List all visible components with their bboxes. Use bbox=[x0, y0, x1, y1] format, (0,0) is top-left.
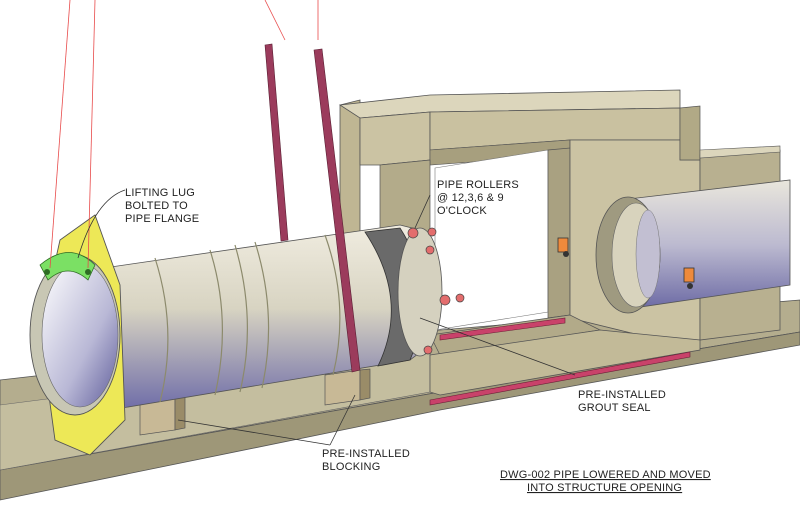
label-pipe-rollers: PIPE ROLLERS @ 12,3,6 & 9 O'CLOCK bbox=[437, 179, 519, 217]
guide-rails bbox=[429, 317, 691, 406]
svg-text:PIPE ROLLERS: PIPE ROLLERS bbox=[437, 179, 519, 191]
wall-clips bbox=[557, 237, 695, 289]
svg-text:LIFTING LUG: LIFTING LUG bbox=[125, 187, 195, 199]
svg-text:O'CLOCK: O'CLOCK bbox=[437, 205, 487, 217]
svg-text:@ 12,3,6 & 9: @ 12,3,6 & 9 bbox=[437, 192, 504, 204]
blocking-supports bbox=[139, 368, 371, 436]
svg-text:DWG-002 PIPE LOWERED AND MOVED: DWG-002 PIPE LOWERED AND MOVED bbox=[500, 469, 711, 481]
svg-text:PIPE FLANGE: PIPE FLANGE bbox=[125, 213, 199, 225]
lifting-lug bbox=[39, 252, 96, 281]
svg-text:PRE-INSTALLED: PRE-INSTALLED bbox=[578, 389, 666, 401]
svg-text:INTO STRUCTURE OPENING: INTO STRUCTURE OPENING bbox=[527, 482, 682, 494]
svg-text:BLOCKING: BLOCKING bbox=[322, 461, 380, 473]
drawing-title: DWG-002 PIPE LOWERED AND MOVED INTO STRU… bbox=[500, 469, 711, 494]
label-grout-seal: PRE-INSTALLED GROUT SEAL bbox=[578, 389, 666, 414]
svg-text:BOLTED TO: BOLTED TO bbox=[125, 200, 188, 212]
svg-text:GROUT SEAL: GROUT SEAL bbox=[578, 402, 651, 414]
lifting-straps bbox=[264, 43, 361, 373]
label-lifting-lug: LIFTING LUG BOLTED TO PIPE FLANGE bbox=[125, 187, 199, 225]
svg-text:PRE-INSTALLED: PRE-INSTALLED bbox=[322, 448, 410, 460]
pipe-rollers bbox=[407, 227, 465, 355]
label-blocking: PRE-INSTALLED BLOCKING bbox=[322, 448, 410, 473]
leader-lines bbox=[77, 189, 576, 446]
lifting-slings bbox=[49, 0, 319, 269]
existing-pipe-right bbox=[595, 179, 791, 314]
